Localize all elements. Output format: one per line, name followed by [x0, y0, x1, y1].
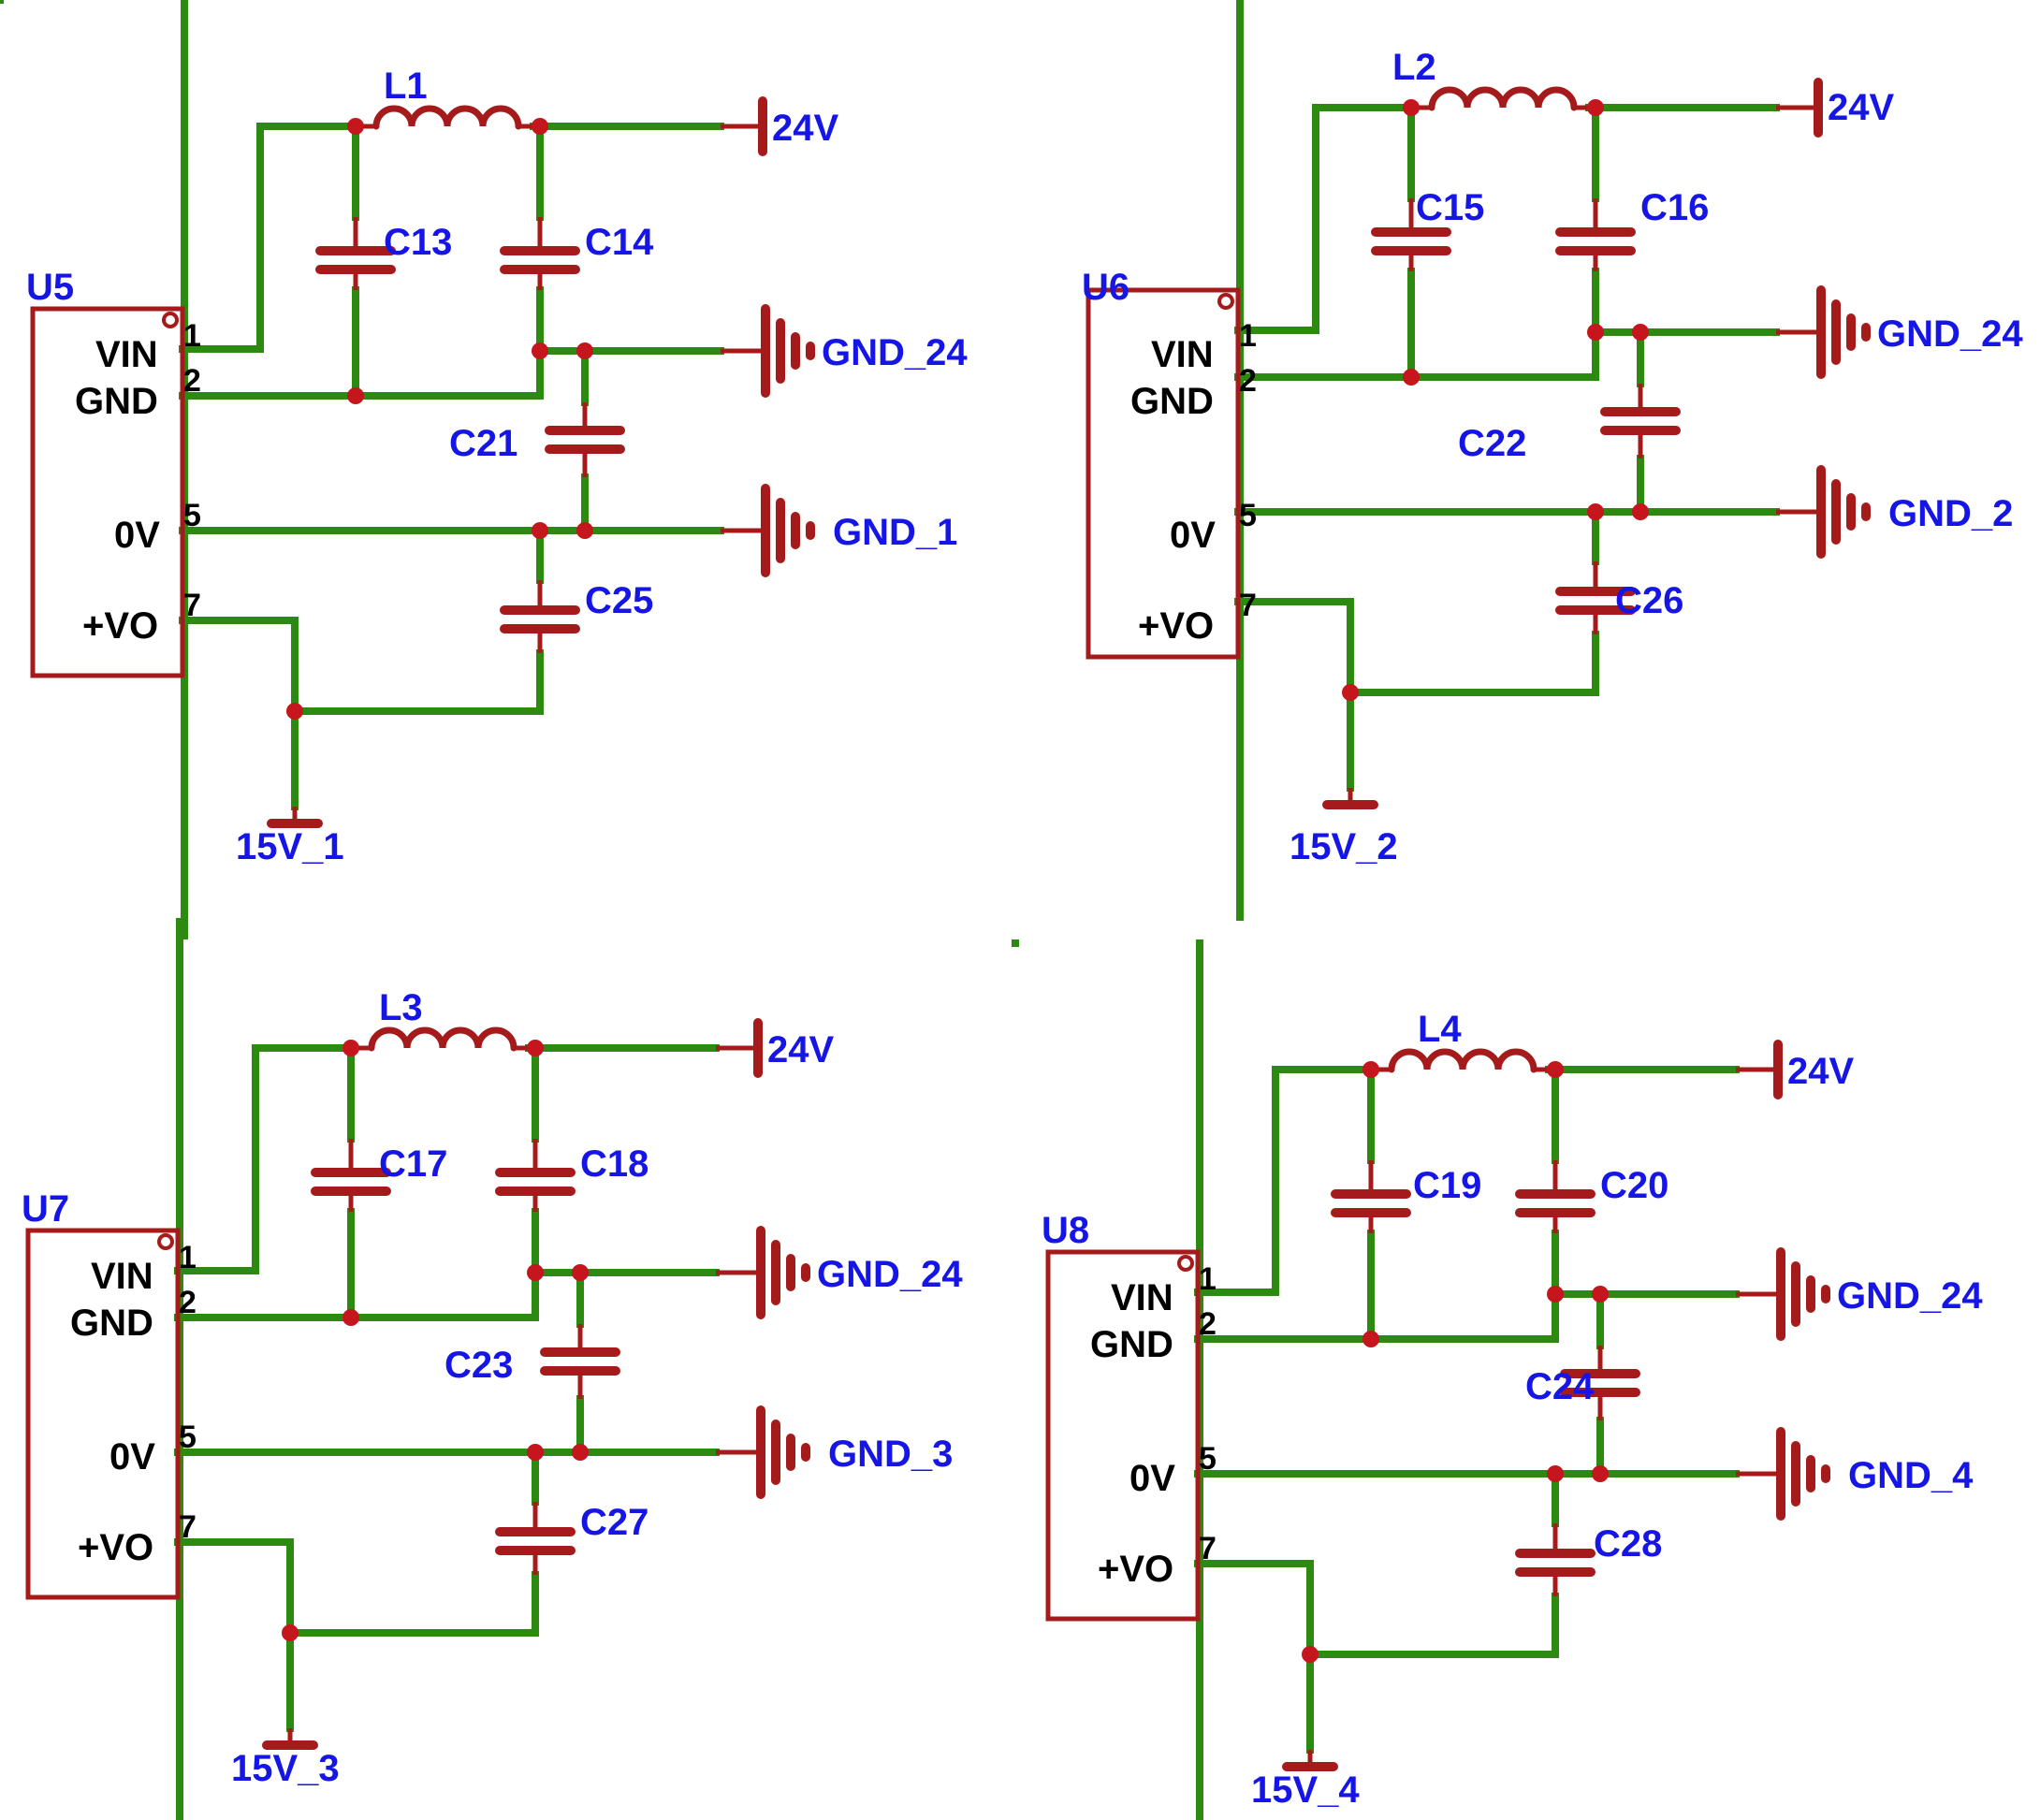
pin-name-vo: +VO	[1138, 605, 1214, 647]
gnd-out-net-label: GND_4	[1848, 1455, 1974, 1496]
gnd-in-net-label: GND_24	[817, 1254, 963, 1295]
vin-net-label: 24V	[772, 108, 838, 149]
inductor-ref: L4	[1418, 1009, 1462, 1050]
pin-name-vin: VIN	[95, 334, 158, 375]
gnd-out-net-label: GND_1	[833, 512, 957, 553]
pin-number-2: 2	[1239, 363, 1257, 399]
pin-name-0v: 0V	[1129, 1458, 1175, 1499]
pin-name-vo: +VO	[78, 1527, 153, 1568]
capacitor-vo-ref: C28	[1594, 1523, 1662, 1565]
pin-number-1: 1	[179, 1240, 197, 1275]
vin-net-label: 24V	[1787, 1051, 1854, 1092]
pin-number-7: 7	[183, 588, 201, 623]
pin-number-2: 2	[1199, 1306, 1217, 1342]
module-u7: U7 L3 C17 C18 C23 C27 24V GND_24 GND_3 1…	[0, 922, 963, 1820]
pin-number-7: 7	[179, 1509, 197, 1545]
pin-name-gnd: GND	[75, 381, 158, 422]
capacitor-iso-ref: C22	[1458, 423, 1526, 464]
vo-net-label: 15V_2	[1290, 826, 1398, 867]
pin-name-gnd: GND	[1090, 1324, 1173, 1365]
pin-number-5: 5	[1199, 1441, 1217, 1477]
capacitor-iso-ref: C24	[1525, 1366, 1595, 1407]
capacitor-in-ref: C17	[379, 1143, 447, 1185]
capacitor-iso-ref: C23	[444, 1345, 513, 1386]
module-ref: U6	[1082, 267, 1129, 308]
pin-number-5: 5	[1239, 498, 1257, 533]
pin-name-0v: 0V	[114, 515, 160, 556]
gnd-in-net-label: GND_24	[1877, 313, 2023, 355]
capacitor-out-ref: C14	[585, 222, 654, 263]
pin-name-0v: 0V	[109, 1436, 155, 1478]
capacitor-out-ref: C20	[1600, 1165, 1668, 1206]
pin-name-gnd: GND	[70, 1303, 153, 1344]
pin-number-1: 1	[1199, 1261, 1217, 1297]
pin-name-vo: +VO	[82, 605, 158, 647]
module-ref: U7	[22, 1188, 69, 1230]
pin-name-vin: VIN	[91, 1256, 153, 1297]
pin-number-7: 7	[1239, 588, 1257, 623]
capacitor-out-ref: C18	[580, 1143, 648, 1185]
pin-number-1: 1	[183, 318, 201, 354]
capacitor-vo-ref: C27	[580, 1502, 648, 1543]
gnd-in-net-label: GND_24	[1837, 1275, 1983, 1317]
pin-number-5: 5	[183, 498, 201, 533]
module-u5: U5 L1 C13 C14 C21 C25 24V GND_24 GND_1 1…	[0, 0, 968, 936]
inductor-ref: L2	[1392, 47, 1436, 88]
pin-name-gnd: GND	[1130, 381, 1214, 422]
inductor-ref: L1	[384, 66, 428, 107]
capacitor-vo-ref: C26	[1615, 580, 1683, 621]
pin-name-vo: +VO	[1098, 1549, 1173, 1590]
module-ref: U8	[1042, 1210, 1089, 1251]
gnd-out-net-label: GND_3	[828, 1434, 953, 1475]
vo-net-label: 15V_1	[236, 826, 344, 867]
pin-name-0v: 0V	[1170, 515, 1216, 556]
capacitor-in-ref: C13	[384, 222, 452, 263]
gnd-out-net-label: GND_2	[1888, 493, 2013, 534]
pin-name-vin: VIN	[1111, 1277, 1173, 1318]
pin-number-2: 2	[179, 1285, 197, 1320]
module-ref: U5	[26, 267, 74, 308]
inductor-ref: L3	[379, 987, 423, 1028]
pin-number-5: 5	[179, 1420, 197, 1455]
capacitor-out-ref: C16	[1640, 187, 1709, 228]
vo-net-label: 15V_4	[1251, 1769, 1360, 1811]
module-u8: U8 L4 C19 C20 C24 C28 24V GND_24 GND_4 1…	[1015, 943, 1983, 1820]
capacitor-vo-ref: C25	[585, 580, 653, 621]
pin-name-vin: VIN	[1151, 334, 1214, 375]
vo-net-label: 15V_3	[231, 1748, 340, 1789]
gnd-in-net-label: GND_24	[822, 332, 968, 373]
module-u6: U6 L2 C15 C16 C22 C26 24V GND_24 GND_2 1…	[1056, 0, 2023, 917]
vin-net-label: 24V	[1828, 87, 1894, 128]
vin-net-label: 24V	[767, 1029, 834, 1070]
capacitor-in-ref: C19	[1413, 1165, 1481, 1206]
capacitor-iso-ref: C21	[449, 423, 517, 464]
pin-number-1: 1	[1239, 318, 1257, 354]
capacitor-in-ref: C15	[1416, 187, 1484, 228]
pin-number-2: 2	[183, 363, 201, 399]
pin-number-7: 7	[1199, 1531, 1217, 1566]
